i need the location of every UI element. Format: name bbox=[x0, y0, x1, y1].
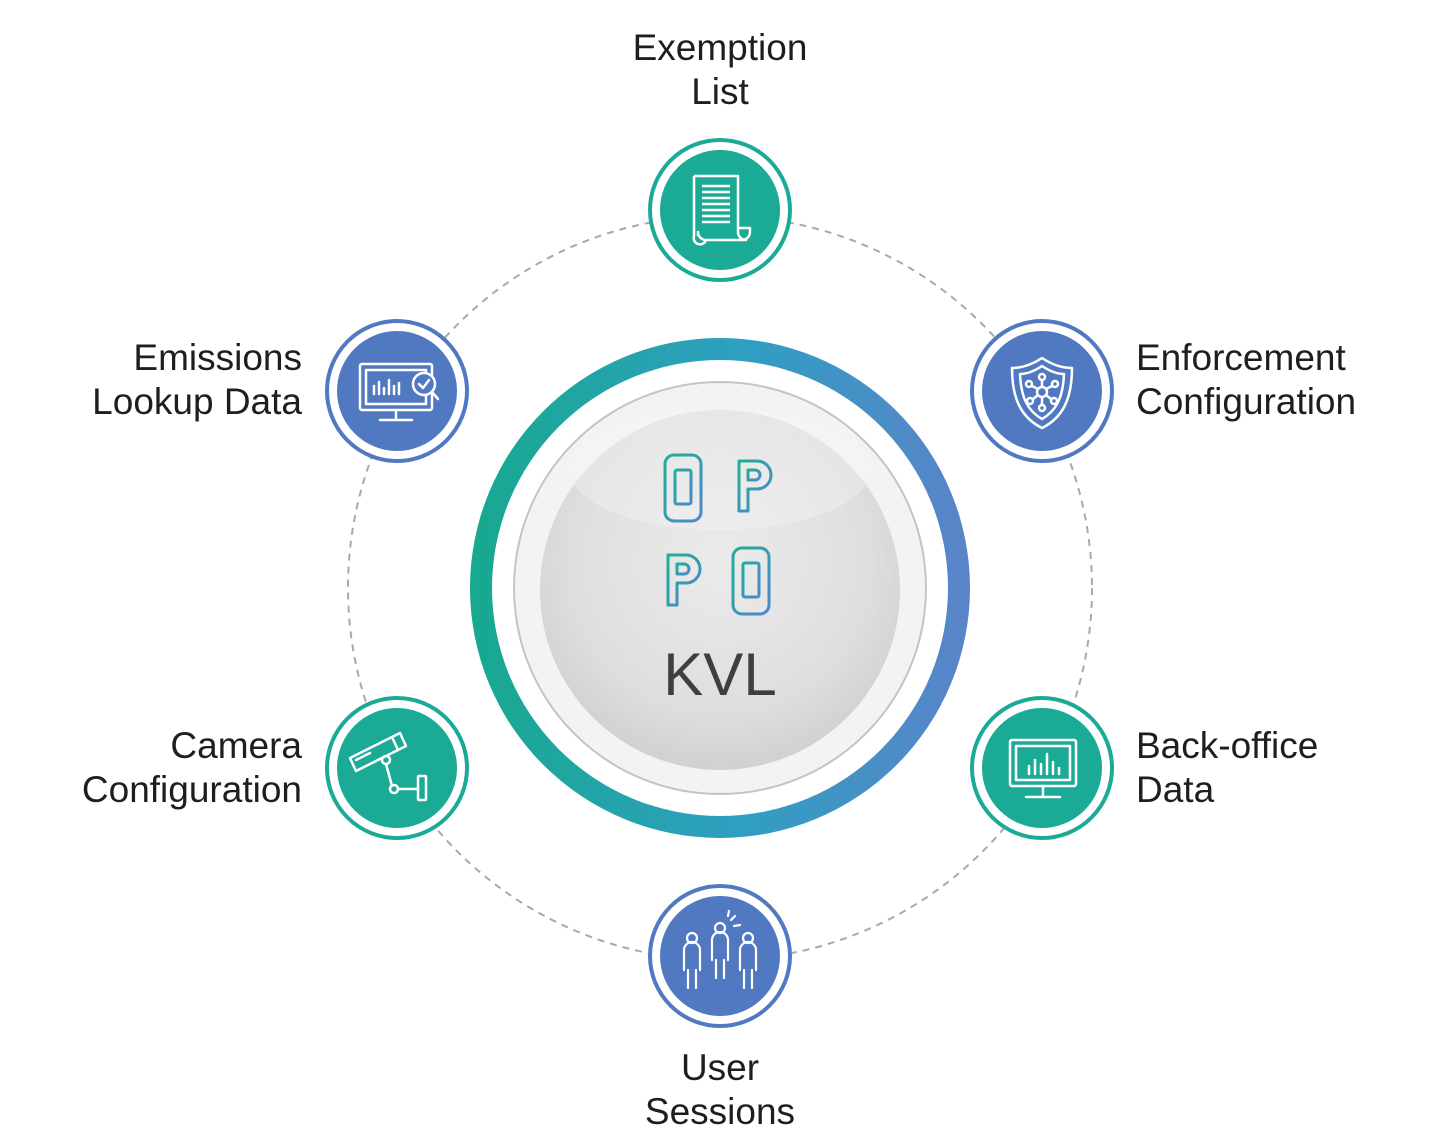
label-line: Configuration bbox=[81, 769, 302, 810]
label-line: Camera bbox=[170, 725, 302, 766]
label-line: Enforcement bbox=[1136, 337, 1346, 378]
label-enforcement-configuration: Enforcement Configuration bbox=[1136, 336, 1356, 424]
label-line: Data bbox=[1136, 769, 1215, 810]
label-emissions-lookup-data: Emissions Lookup Data bbox=[0, 336, 302, 424]
shield-network-icon bbox=[1010, 356, 1074, 430]
label-line: Configuration bbox=[1136, 381, 1357, 422]
label-line: Emissions bbox=[133, 337, 302, 378]
parking-grid-icon bbox=[650, 446, 786, 626]
node-exemption-list bbox=[648, 138, 792, 282]
label-exemption-list: Exemption List bbox=[560, 26, 880, 114]
monitor-chart-icon bbox=[1008, 738, 1078, 799]
label-line: Exemption bbox=[632, 27, 808, 68]
people-icon bbox=[682, 909, 758, 990]
label-line: Sessions bbox=[644, 1091, 796, 1132]
monitor-search-icon bbox=[358, 362, 440, 422]
security-camera-icon bbox=[348, 731, 428, 802]
label-line: Lookup Data bbox=[92, 381, 302, 422]
label-user-sessions: User Sessions bbox=[560, 1046, 880, 1134]
label-back-office-data: Back-office Data bbox=[1136, 724, 1318, 812]
center-label: KVL bbox=[663, 641, 777, 708]
label-line: List bbox=[691, 71, 749, 112]
node-user-sessions bbox=[648, 884, 792, 1028]
center-hub bbox=[470, 338, 970, 838]
node-camera-configuration bbox=[325, 696, 469, 840]
node-enforcement-configuration bbox=[970, 319, 1114, 463]
orbit-dashed-circle bbox=[347, 215, 1093, 961]
node-back-office-data bbox=[970, 696, 1114, 840]
label-line: User bbox=[680, 1047, 760, 1088]
document-scroll-icon bbox=[692, 174, 752, 246]
label-line: Back-office bbox=[1136, 725, 1319, 766]
label-camera-configuration: Camera Configuration bbox=[0, 724, 302, 812]
node-emissions-lookup-data bbox=[325, 319, 469, 463]
